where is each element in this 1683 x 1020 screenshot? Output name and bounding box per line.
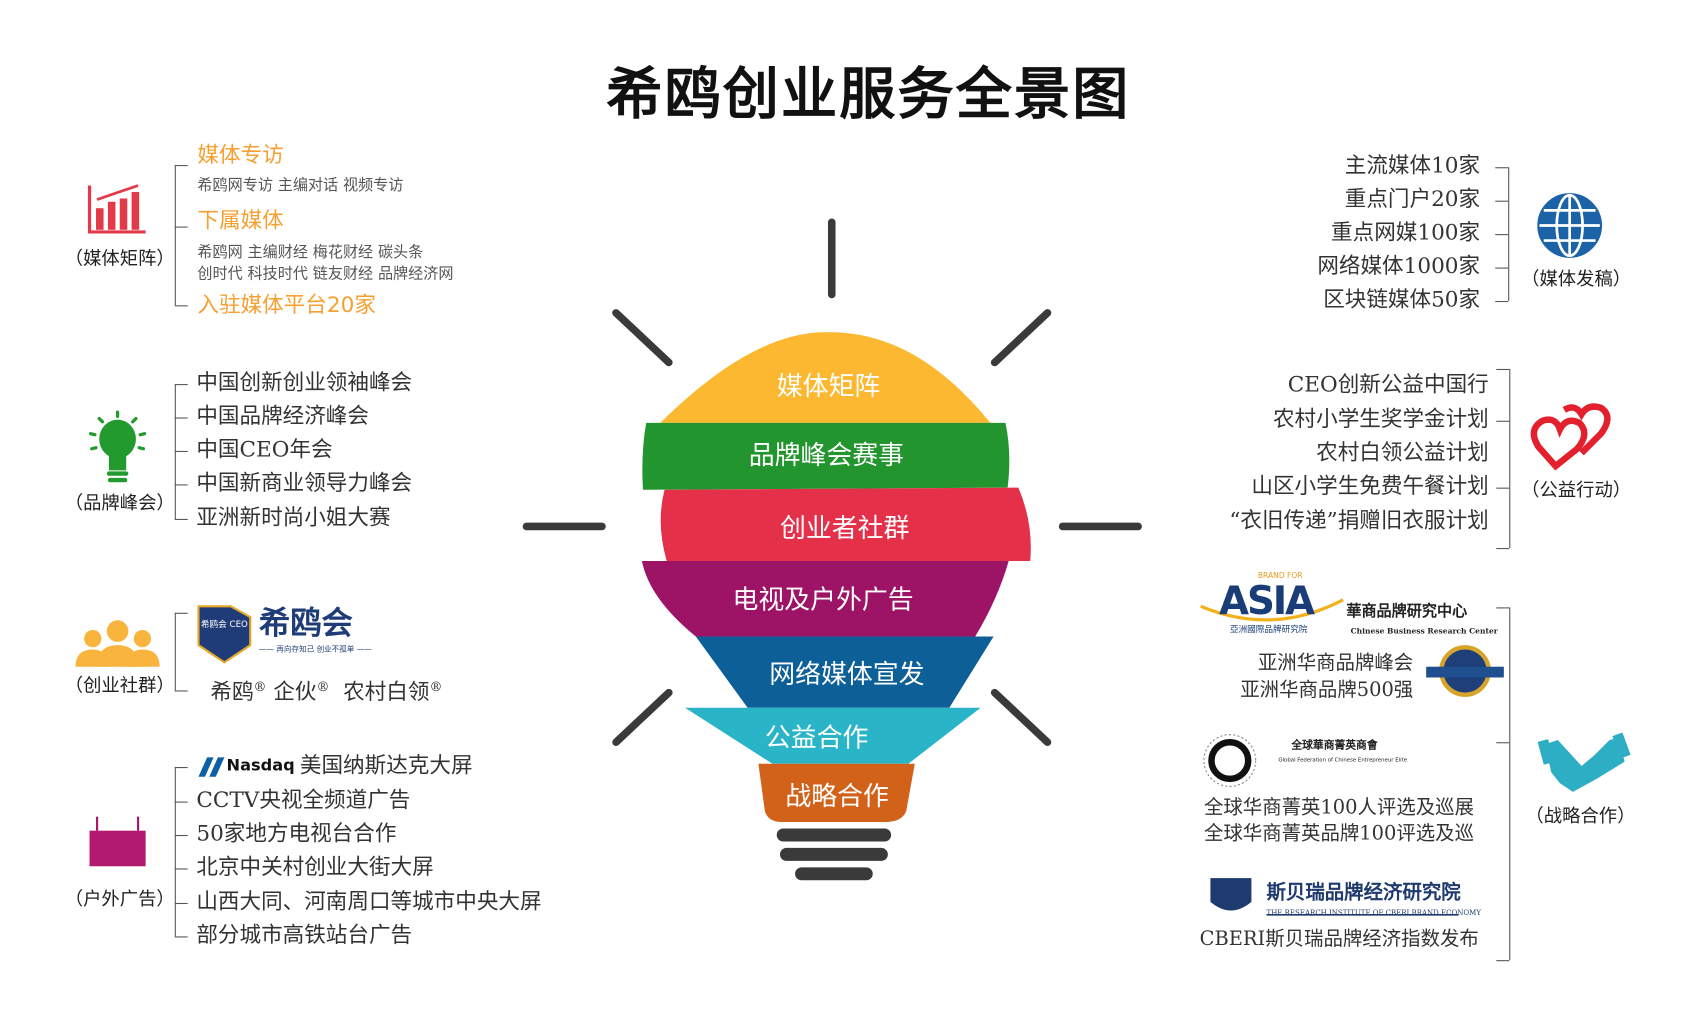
list-item: 山区小学生免费午餐计划 — [1251, 472, 1489, 499]
handshake-icon — [1537, 732, 1631, 792]
text: 创时代 科技时代 链友财经 品牌经济网 — [197, 265, 454, 283]
registered-mark: ® — [253, 678, 267, 695]
list-item: 中国CEO年会 — [196, 435, 333, 462]
heading: 下属媒体 — [197, 207, 284, 234]
brand-name: 企伙 — [273, 678, 317, 705]
band-label: 公益合作 — [765, 724, 869, 754]
logo-badge: 希鸥会 CEO — [200, 619, 248, 629]
brand-list: 希鸥® 企伙® 农村白领® — [210, 678, 443, 705]
list-item: 中国新商业领导力峰会 — [196, 469, 413, 496]
heading: 媒体专访 — [197, 141, 284, 168]
list-item: 亚洲新时尚小姐大赛 — [196, 503, 391, 530]
xiouhui-logo: 希鸥会 — [258, 604, 353, 641]
band-brand-summit — [642, 422, 1010, 490]
list-item: 区块链媒体50家 — [1323, 285, 1481, 312]
list-item: 主流媒体10家 — [1344, 152, 1481, 179]
list-item: 全球华商菁英品牌100评选及巡 — [1203, 822, 1475, 845]
list-item: 中国创新创业领袖峰会 — [196, 368, 413, 395]
list-item: 重点门户20家 — [1344, 185, 1481, 212]
cberi-logo: 斯贝瑞品牌经济研究院 — [1266, 881, 1461, 905]
band-outdoor-ads — [641, 560, 1009, 637]
nasdaq-logo-icon — [198, 757, 225, 777]
lightbulb-icon — [89, 410, 147, 483]
ray — [612, 309, 673, 367]
people-icon — [75, 620, 160, 667]
nasdaq-logo: Nasdaq — [226, 755, 295, 775]
heading: 入驻媒体平台20家 — [197, 291, 376, 318]
text: 希鸥网 主编财经 梅花财经 碳头条 — [197, 243, 424, 262]
list-item: 50家地方电视台合作 — [196, 819, 397, 846]
asia-logo-arc — [1200, 598, 1344, 622]
asia-logo: ASIA — [1219, 579, 1315, 624]
hearts-icon — [1530, 403, 1611, 471]
globe-icon — [1537, 193, 1603, 258]
cberi-crest-icon — [1210, 878, 1252, 911]
list-item: 部分城市高铁站台广告 — [196, 921, 413, 948]
list-item: 中国品牌经济峰会 — [196, 402, 369, 429]
section-label: （创业社群） — [64, 675, 175, 697]
band-label: 品牌峰会赛事 — [749, 441, 904, 471]
list-item: 美国纳斯达克大屏 — [299, 751, 473, 778]
section-label: （品牌峰会） — [64, 493, 175, 515]
text: 希鸥网专访 主编对话 视频专访 — [197, 176, 404, 195]
ray — [990, 688, 1052, 746]
gfcee-logo-en: Global Federation of Chinese Entrepreneu… — [1278, 757, 1408, 764]
list-item: 北京中关村创业大街大屏 — [196, 853, 434, 880]
page-title: 希鸥创业服务全景图 — [606, 61, 1131, 128]
band-media-matrix — [660, 332, 991, 423]
section-label: （媒体发稿） — [1521, 268, 1632, 291]
band-label: 网络媒体宣发 — [769, 660, 924, 690]
list-item: 重点网媒100家 — [1331, 218, 1481, 245]
list-item: CCTV央视全频道广告 — [196, 786, 411, 813]
asia-logo-top: BRAND FOR — [1257, 571, 1303, 581]
light-rays — [522, 218, 1142, 746]
list-item: 亚洲华商品牌500强 — [1240, 678, 1414, 702]
list-item: 农村白领公益计划 — [1316, 439, 1489, 465]
list-item: “衣旧传递”捐赠旧衣服计划 — [1229, 507, 1489, 533]
ray — [990, 309, 1052, 367]
band-label: 媒体矩阵 — [777, 372, 881, 402]
cbrc-logo-en: Chinese Business Research Center — [1350, 625, 1498, 636]
list-item: CBERI斯贝瑞品牌经济指数发布 — [1199, 927, 1479, 951]
list-item: 农村小学生奖学金计划 — [1272, 405, 1489, 432]
cberi-logo-en: THE RESEARCH INSTITUTE OF CBERI BRAND EC… — [1266, 908, 1481, 917]
asia-logo-sub: 亞洲國際品牌研究院 — [1229, 624, 1308, 635]
gfcee-dragon-icon — [1203, 734, 1257, 787]
list-item: 网络媒体1000家 — [1317, 252, 1481, 279]
band-welfare — [685, 707, 981, 764]
band-strategic — [758, 763, 915, 823]
gfcee-logo: 全球華商菁英商會 — [1291, 740, 1378, 752]
section-label: （媒体矩阵） — [64, 248, 175, 270]
band-label: 创业者社群 — [780, 514, 909, 544]
registered-mark: ® — [429, 678, 443, 695]
list-item: 山西大同、河南周口等城市中央大屏 — [196, 887, 542, 914]
band-community — [660, 487, 1031, 561]
band-online-media — [695, 636, 994, 708]
registered-mark: ® — [316, 678, 330, 695]
billboard-icon — [89, 816, 146, 867]
brand-name: 希鸥 — [210, 678, 254, 705]
asia-seal-icon — [1426, 645, 1504, 697]
list-item: 全球华商菁英100人评选及巡展 — [1203, 796, 1475, 819]
brand-name: 农村白领 — [343, 678, 430, 705]
chart-icon — [87, 184, 146, 234]
logo-slogan: —— 再向存知己 创业不孤单 —— — [258, 645, 372, 654]
section-label: （公益行动） — [1521, 480, 1632, 502]
xiouhui-logo-shield — [197, 605, 252, 664]
list-item: CEO创新公益中国行 — [1287, 371, 1489, 397]
band-label: 战略合作 — [785, 782, 889, 812]
ray — [612, 688, 673, 746]
section-label: （户外广告） — [64, 888, 175, 911]
section-label: （战略合作） — [1525, 805, 1636, 828]
cbrc-logo: 華商品牌研究中心 — [1346, 603, 1468, 621]
bulb-base — [776, 828, 892, 881]
band-label: 电视及户外广告 — [733, 585, 914, 615]
list-item: 亚洲华商品牌峰会 — [1257, 651, 1414, 675]
